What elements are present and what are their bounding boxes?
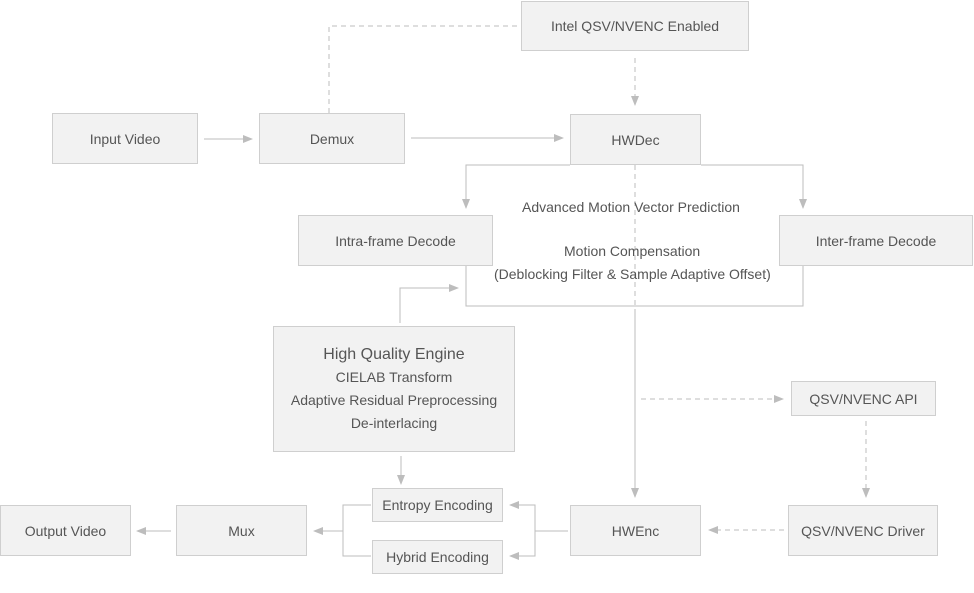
entropy-encoding-node: Entropy Encoding: [372, 488, 503, 522]
input-video-node: Input Video: [52, 113, 198, 164]
demux-node: Demux: [259, 113, 405, 164]
hybrid-encoding-node: Hybrid Encoding: [372, 540, 503, 574]
mux-node: Mux: [176, 505, 307, 556]
qsv-nvenc-driver-node: QSV/NVENC Driver: [788, 505, 938, 556]
qsv-nvenc-api-node: QSV/NVENC API: [791, 381, 936, 416]
inter-frame-decode-node: Inter-frame Decode: [779, 215, 973, 266]
high-quality-engine-node: High Quality Engine CIELAB Transform Ada…: [273, 326, 515, 452]
hwdec-node: HWDec: [570, 114, 701, 165]
output-video-node: Output Video: [0, 505, 131, 556]
arrow-hwdec-inter: [701, 164, 807, 209]
hq-item: CIELAB Transform: [335, 368, 453, 385]
arrow-hwdec-intra: [462, 164, 570, 209]
intra-frame-decode-node: Intra-frame Decode: [298, 215, 493, 266]
hq-item: De-interlacing: [350, 414, 438, 431]
arrow-encoders-mux: [314, 504, 371, 557]
arrow-hwenc-encoders: [510, 504, 568, 556]
hq-title: High Quality Engine: [323, 345, 465, 363]
filters-label: (Deblocking Filter & Sample Adaptive Off…: [494, 266, 771, 282]
arrow-hq-bracket: [399, 284, 459, 323]
motion-bracket: [465, 266, 804, 307]
amvp-label: Advanced Motion Vector Prediction: [522, 199, 740, 215]
intel-node: Intel QSV/NVENC Enabled: [521, 1, 749, 51]
motion-compensation-label: Motion Compensation: [564, 243, 701, 259]
dashed-line-demux-intel: [328, 25, 521, 113]
hq-item: Adaptive Residual Preprocessing: [290, 391, 498, 408]
hwenc-node: HWEnc: [570, 505, 701, 556]
